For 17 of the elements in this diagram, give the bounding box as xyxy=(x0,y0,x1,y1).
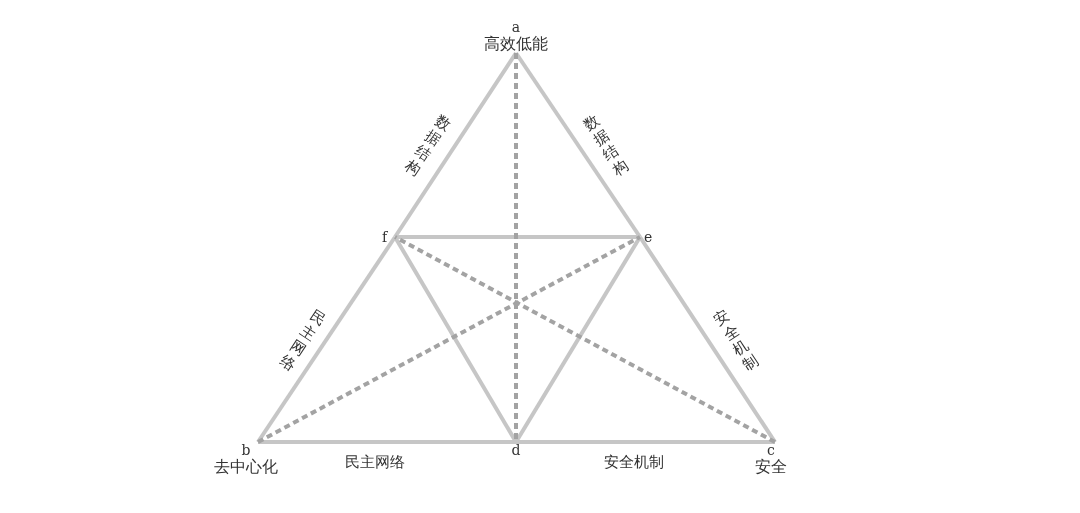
line xyxy=(638,235,777,444)
dashed-line xyxy=(394,235,776,444)
vertex-label: c 安全 xyxy=(755,442,787,477)
line xyxy=(256,235,397,444)
vertex-label: d xyxy=(511,442,521,459)
dashed-line xyxy=(514,53,518,442)
line xyxy=(516,440,775,444)
line xyxy=(514,51,642,239)
vertex-label: a 高效低能 xyxy=(484,19,548,54)
line xyxy=(393,51,518,239)
vertex-label: f xyxy=(382,229,396,246)
dashed-line xyxy=(257,235,641,444)
line xyxy=(258,440,516,444)
vertex-label: e xyxy=(640,229,653,246)
vertex-label: b 去中心化 xyxy=(214,442,278,477)
line xyxy=(393,236,518,443)
line xyxy=(395,235,640,239)
